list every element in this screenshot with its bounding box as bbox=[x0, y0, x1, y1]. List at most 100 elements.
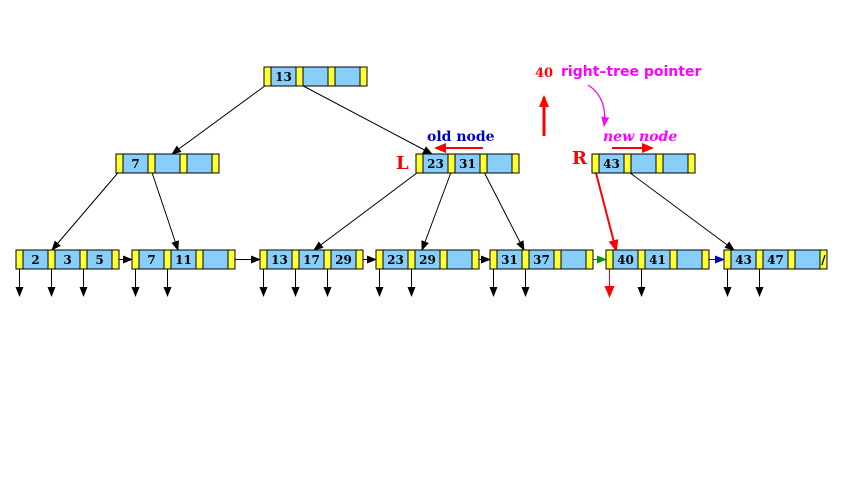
pointer-slot bbox=[669, 249, 678, 270]
curved-arrow-icon bbox=[587, 84, 610, 127]
pointer-slot bbox=[295, 66, 304, 87]
key-value: 7 bbox=[131, 157, 139, 171]
inserted-key-label: 40 bbox=[535, 66, 553, 81]
tree-node-root: 13 bbox=[263, 66, 368, 87]
tree-node-leaf-7: 43 47 bbox=[723, 249, 828, 270]
key-value: 5 bbox=[95, 253, 103, 267]
key-value: 43 bbox=[603, 157, 620, 171]
tree-node-internal-left: 7 bbox=[115, 153, 220, 174]
pointer-slot bbox=[755, 249, 764, 270]
pointer-slot bbox=[163, 249, 172, 270]
key-value: 29 bbox=[419, 253, 436, 267]
tree-node-leaf-4: 23 29 bbox=[375, 249, 480, 270]
key-value: 13 bbox=[271, 253, 288, 267]
pointer-slot bbox=[623, 153, 632, 174]
pointer-slot bbox=[355, 249, 364, 270]
pointer-slot bbox=[291, 249, 300, 270]
right-tree-pointer-label: right–tree pointer bbox=[561, 64, 701, 80]
pointer-slot bbox=[327, 66, 336, 87]
key-value: 47 bbox=[767, 253, 784, 267]
key-slot bbox=[186, 153, 213, 174]
pointer-slot bbox=[79, 249, 88, 270]
pointer-slot bbox=[147, 153, 156, 174]
tree-pointer-arrow bbox=[627, 170, 735, 251]
pointer-slot bbox=[585, 249, 594, 270]
pointer-slot bbox=[179, 153, 188, 174]
pointer-slot bbox=[687, 153, 696, 174]
tree-pointer-arrow bbox=[421, 170, 452, 251]
left-node-marker: L bbox=[396, 153, 409, 174]
key-slot bbox=[662, 153, 689, 174]
pointer-slot bbox=[359, 66, 368, 87]
key-value: 17 bbox=[303, 253, 320, 267]
key-value: 40 bbox=[617, 253, 634, 267]
key-slot bbox=[446, 249, 473, 270]
pointer-slot bbox=[111, 249, 120, 270]
pointer-slot bbox=[591, 153, 600, 174]
pointer-slot bbox=[447, 153, 456, 174]
pointer-slot bbox=[131, 249, 140, 270]
annotations: 40 right–tree pointer old node new node … bbox=[396, 64, 701, 174]
pointer-slot bbox=[415, 153, 424, 174]
key-value: 37 bbox=[533, 253, 550, 267]
pointer-slot bbox=[655, 153, 664, 174]
tree-node-internal-new: 43 bbox=[591, 153, 696, 174]
null-pointer-mark: / bbox=[821, 253, 826, 267]
pointer-slot bbox=[819, 249, 828, 270]
key-slot bbox=[302, 66, 329, 87]
tree-pointer-arrow bbox=[313, 170, 420, 251]
key-value: 23 bbox=[387, 253, 404, 267]
pointer-slot bbox=[553, 249, 562, 270]
old-node-label: old node bbox=[427, 129, 495, 145]
key-value: 7 bbox=[147, 253, 155, 267]
key-slot bbox=[794, 249, 821, 270]
tree-node-leaf-5: 31 37 bbox=[489, 249, 594, 270]
tree-pointer-arrow bbox=[151, 170, 179, 251]
pointer-slot bbox=[479, 153, 488, 174]
pointer-slot bbox=[375, 249, 384, 270]
new-tree-pointer-arrow bbox=[594, 170, 619, 252]
key-value: 31 bbox=[501, 253, 518, 267]
pointer-slot bbox=[471, 249, 480, 270]
pointer-slot bbox=[263, 66, 272, 87]
pointer-slot bbox=[605, 249, 614, 270]
key-slot bbox=[202, 249, 229, 270]
pointer-slot bbox=[439, 249, 448, 270]
pointer-slot bbox=[511, 153, 520, 174]
pointer-slot bbox=[115, 153, 124, 174]
key-value: 43 bbox=[735, 253, 752, 267]
key-value: 13 bbox=[275, 70, 292, 84]
key-slot bbox=[676, 249, 703, 270]
pointer-slot bbox=[787, 249, 796, 270]
new-node-label: new node bbox=[603, 129, 677, 145]
right-node-marker: R bbox=[572, 148, 588, 169]
key-slot bbox=[630, 153, 657, 174]
pointer-slot bbox=[701, 249, 710, 270]
pointer-slot bbox=[723, 249, 732, 270]
tree-pointer-arrow bbox=[51, 170, 120, 251]
pointer-slot bbox=[195, 249, 204, 270]
pointer-slot bbox=[323, 249, 332, 270]
pointer-slot bbox=[259, 249, 268, 270]
pointer-slot bbox=[637, 249, 646, 270]
pointer-slot bbox=[47, 249, 56, 270]
pointer-slot bbox=[407, 249, 416, 270]
key-value: 31 bbox=[459, 157, 476, 171]
pointer-slot bbox=[211, 153, 220, 174]
key-slot bbox=[154, 153, 181, 174]
tree-pointer-arrow bbox=[299, 83, 433, 155]
annotation-arrows bbox=[434, 84, 654, 153]
tree-node-leaf-3: 13 17 29 bbox=[259, 249, 364, 270]
key-value: 29 bbox=[335, 253, 352, 267]
pointer-slot bbox=[521, 249, 530, 270]
key-slot bbox=[486, 153, 513, 174]
key-slot bbox=[560, 249, 587, 270]
tree-pointer-arrow bbox=[483, 170, 525, 251]
